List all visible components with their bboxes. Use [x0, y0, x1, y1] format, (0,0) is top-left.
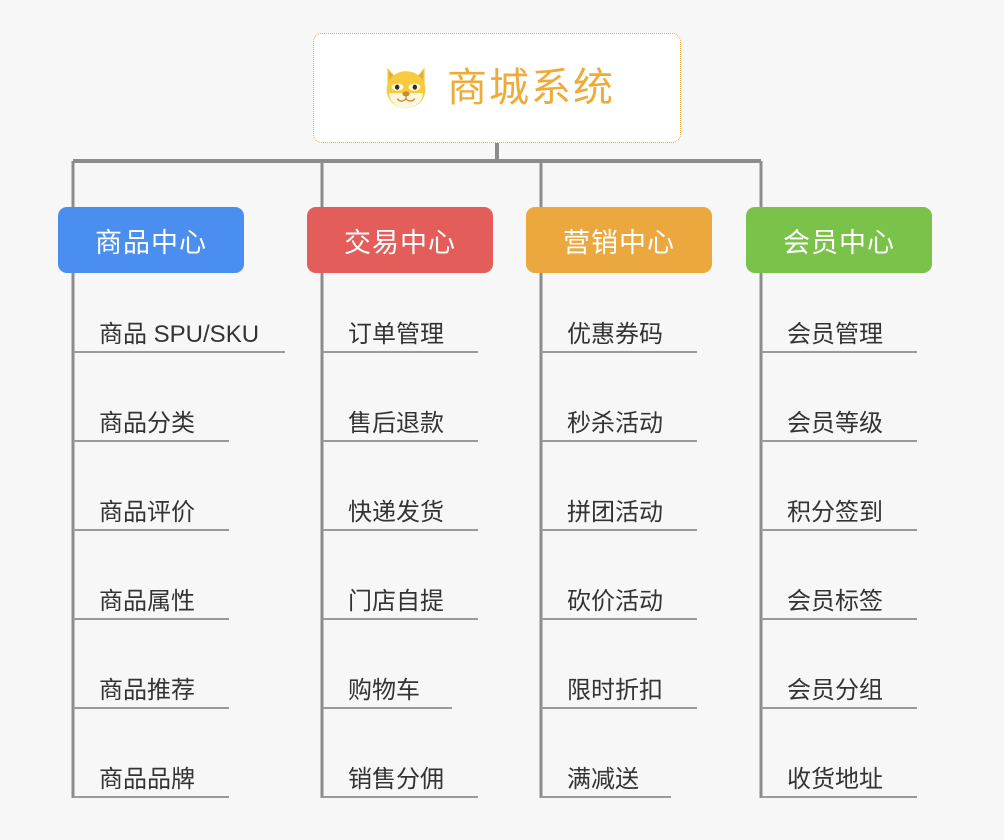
category-header-marketing-center[interactable]: 营销中心: [526, 207, 712, 273]
leaf-item-label: 门店自提: [348, 588, 444, 616]
category-header-trade-center[interactable]: 交易中心: [307, 207, 493, 273]
leaf-item-label: 商品品牌: [99, 766, 195, 794]
leaf-item-label: 砍价活动: [567, 588, 663, 616]
leaf-item[interactable]: 会员等级: [761, 398, 917, 442]
leaf-item[interactable]: 积分签到: [761, 487, 917, 531]
leaf-item[interactable]: 会员标签: [761, 576, 917, 620]
leaf-item-label: 商品 SPU/SKU: [99, 321, 260, 349]
leaf-item-label: 满减送: [567, 766, 639, 794]
shiba-dog-face-icon: [379, 61, 433, 115]
leaf-item-label: 商品评价: [99, 499, 195, 527]
leaf-item-label: 秒杀活动: [567, 410, 663, 438]
leaf-item[interactable]: 满减送: [541, 754, 671, 798]
leaf-item-label: 销售分佣: [348, 766, 444, 794]
leaf-item[interactable]: 快递发货: [322, 487, 478, 531]
category-header-product-center[interactable]: 商品中心: [58, 207, 244, 273]
leaf-item[interactable]: 订单管理: [322, 309, 478, 353]
leaf-item-label: 优惠券码: [567, 321, 663, 349]
leaf-item[interactable]: 售后退款: [322, 398, 478, 442]
leaf-item[interactable]: 购物车: [322, 665, 452, 709]
leaf-item-label: 会员标签: [787, 588, 883, 616]
leaf-item[interactable]: 拼团活动: [541, 487, 697, 531]
leaf-item-label: 限时折扣: [567, 677, 663, 705]
root-title: 商城系统: [447, 66, 615, 110]
leaf-item[interactable]: 商品评价: [73, 487, 229, 531]
leaf-item[interactable]: 会员管理: [761, 309, 917, 353]
leaf-item-label: 会员等级: [787, 410, 883, 438]
leaf-item[interactable]: 商品推荐: [73, 665, 229, 709]
root-node[interactable]: 商城系统: [313, 33, 681, 143]
category-header-label: 交易中心: [344, 227, 456, 258]
leaf-item[interactable]: 商品 SPU/SKU: [73, 309, 285, 353]
leaf-item-label: 收货地址: [787, 766, 883, 794]
leaf-item-label: 会员管理: [787, 321, 883, 349]
leaf-item[interactable]: 限时折扣: [541, 665, 697, 709]
leaf-item-label: 拼团活动: [567, 499, 663, 527]
leaf-item[interactable]: 砍价活动: [541, 576, 697, 620]
leaf-item[interactable]: 优惠券码: [541, 309, 697, 353]
leaf-item[interactable]: 商品属性: [73, 576, 229, 620]
leaf-item-label: 商品分类: [99, 410, 195, 438]
leaf-item[interactable]: 门店自提: [322, 576, 478, 620]
category-header-label: 商品中心: [95, 227, 207, 258]
leaf-item[interactable]: 秒杀活动: [541, 398, 697, 442]
leaf-item-label: 商品属性: [99, 588, 195, 616]
leaf-item-label: 售后退款: [348, 410, 444, 438]
leaf-item[interactable]: 销售分佣: [322, 754, 478, 798]
category-header-member-center[interactable]: 会员中心: [746, 207, 932, 273]
leaf-item-label: 积分签到: [787, 499, 883, 527]
leaf-item-label: 购物车: [348, 677, 420, 705]
leaf-item-label: 快递发货: [348, 499, 444, 527]
leaf-item-label: 订单管理: [348, 321, 444, 349]
leaf-item[interactable]: 商品品牌: [73, 754, 229, 798]
category-header-label: 会员中心: [783, 227, 895, 258]
leaf-item[interactable]: 会员分组: [761, 665, 917, 709]
leaf-item-label: 会员分组: [787, 677, 883, 705]
category-header-label: 营销中心: [563, 227, 675, 258]
leaf-item-label: 商品推荐: [99, 677, 195, 705]
leaf-item[interactable]: 商品分类: [73, 398, 229, 442]
leaf-item[interactable]: 收货地址: [761, 754, 917, 798]
